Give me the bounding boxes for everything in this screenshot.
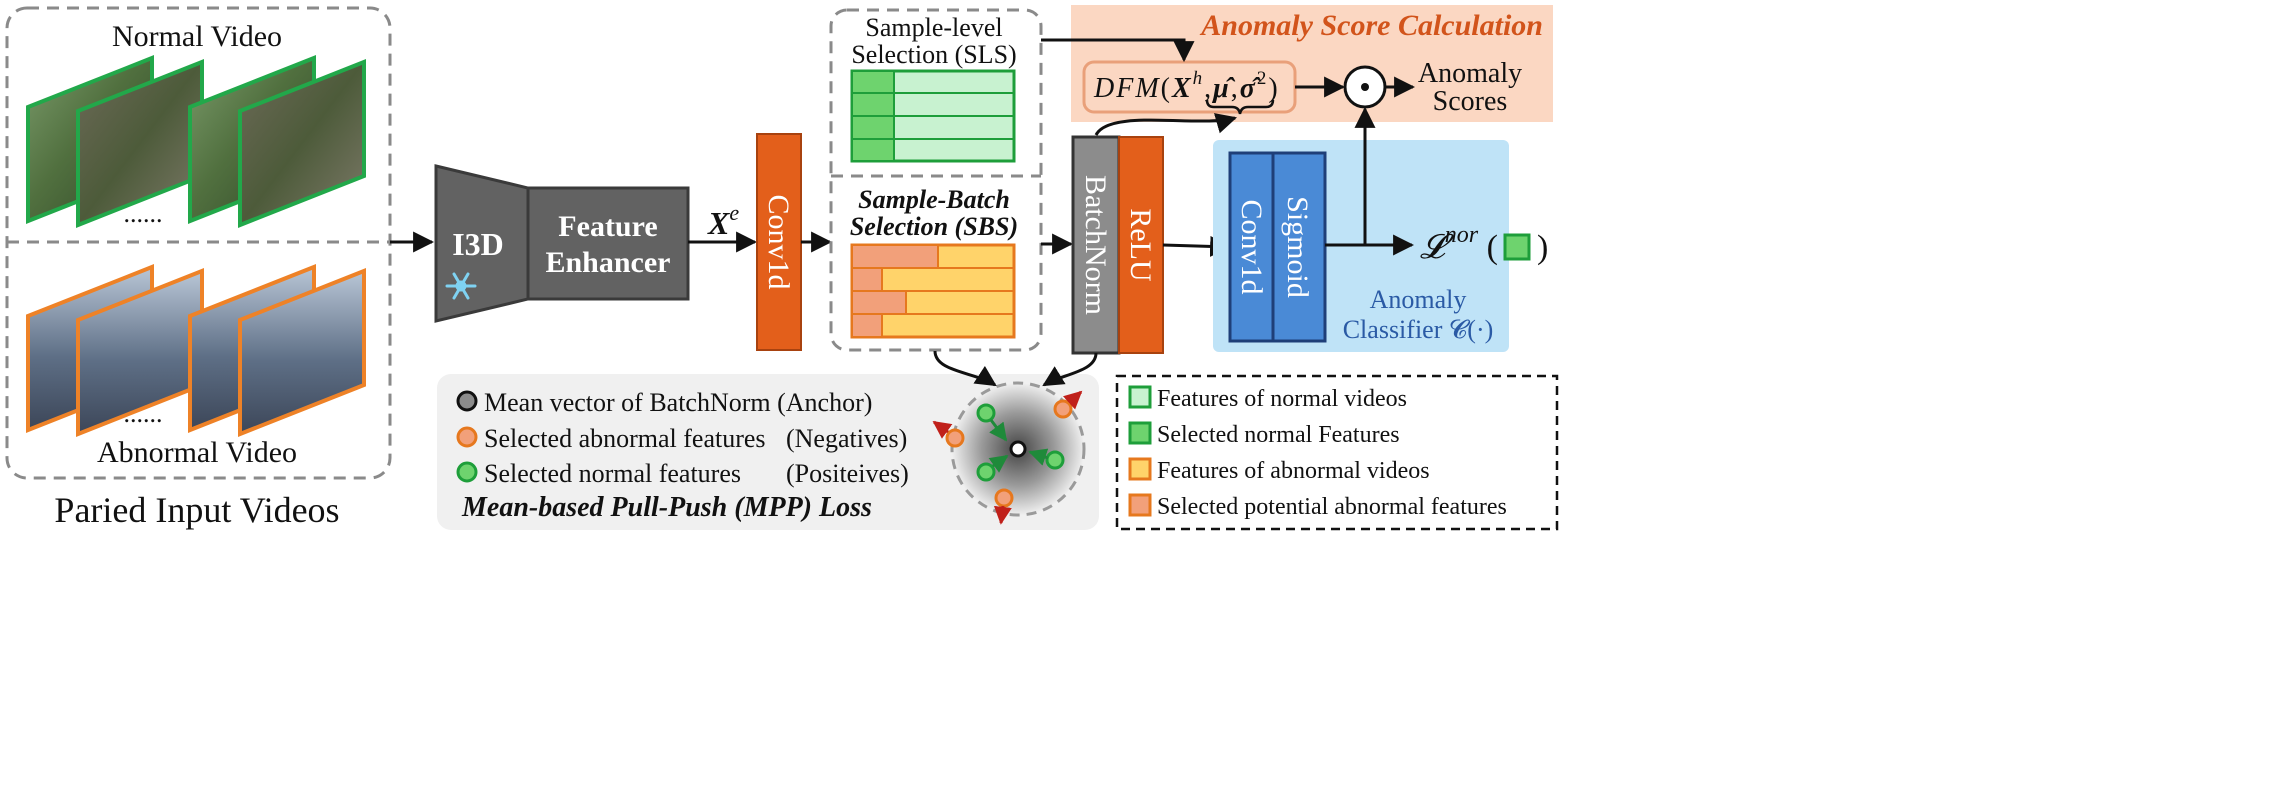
sbs-selected-cell — [851, 290, 907, 315]
mpp-positive-points — [976, 403, 1065, 482]
snowflake-icon — [445, 272, 477, 300]
sbs-selected-cell — [851, 267, 883, 292]
positive-point — [976, 462, 996, 482]
sbs-selected-cell — [851, 313, 883, 338]
positives-tag: (Positeives) — [786, 459, 909, 488]
conv1d-label: Conv1d — [762, 194, 795, 289]
conv1d-block — [756, 133, 802, 351]
sigma-sup: 2 — [1257, 68, 1269, 89]
video-frame — [238, 59, 366, 228]
arrow-batchnorm-to-mpp — [1042, 352, 1098, 387]
legend-label: Selected normal Features — [1157, 422, 1400, 448]
anomaly-score-title: Anomaly Score Calculation — [1199, 9, 1543, 42]
paired-input-caption: Paried Input Videos — [54, 490, 339, 530]
legend-swatch — [1128, 421, 1152, 445]
normal-frames-ellipsis: ...... — [124, 199, 163, 228]
loss-nor-sup: nor — [1445, 222, 1479, 248]
xh-base: X — [1171, 73, 1193, 104]
sbs-selected-cell — [851, 244, 939, 269]
sigma-hat: σ̂ — [1240, 73, 1262, 104]
sigmoid-label: Sigmoid — [1281, 196, 1314, 298]
loss-normal-feature-box — [1503, 233, 1531, 261]
arrow-sbs-to-mpp — [933, 350, 997, 387]
classifier-name-word: Classifier — [1343, 315, 1443, 344]
legend-box — [1115, 374, 1559, 531]
arrow-sls-to-dfm — [1041, 38, 1195, 63]
positive-marker — [456, 461, 478, 483]
legend-label: Features of abnormal videos — [1157, 458, 1430, 484]
abnormal-video-title: Abnormal Video — [97, 436, 297, 469]
legend-swatch — [1128, 457, 1152, 481]
classifier-symbol: 𝓒(·) — [1449, 315, 1493, 344]
legend-label: Features of normal videos — [1157, 386, 1407, 412]
legend-swatch — [1128, 385, 1152, 409]
sbs-title-1: Sample-Batch — [858, 185, 1010, 214]
mpp-loss-title: Mean-based Pull-Push (MPP) Loss — [461, 492, 872, 523]
mpp-panel — [437, 374, 1099, 530]
xh-sup: h — [1193, 68, 1205, 89]
xe-base: X — [707, 205, 730, 241]
negative-point — [994, 488, 1014, 508]
relu-label: ReLU — [1124, 208, 1157, 282]
legend-label: Selected potential abnormal features — [1157, 494, 1507, 520]
sls-selected-cell — [851, 92, 895, 117]
i3d-label: I3D — [452, 226, 504, 262]
feature-enhancer-block — [526, 186, 690, 301]
negative-point — [1053, 399, 1073, 419]
abnormal-video-frames: ...... — [26, 264, 366, 437]
selection-box — [829, 8, 1043, 352]
anomaly-scores-label-1: Anomaly — [1418, 58, 1522, 89]
abnormal-frames-ellipsis: ...... — [124, 399, 163, 428]
video-frame — [238, 268, 366, 437]
loss-nor-symbol: 𝓛nor ( — [1420, 222, 1498, 266]
positives-legend-text: Selected normal features — [484, 459, 741, 488]
odot-center — [1361, 83, 1369, 91]
normal-video-frames: ...... — [26, 55, 366, 228]
sls-selected-cell — [851, 70, 895, 94]
anchor-legend-text: Mean vector of BatchNorm (Anchor) — [484, 388, 872, 417]
sls-title-1: Sample-level — [865, 13, 1002, 42]
sls-feature-table — [850, 69, 1016, 163]
anchor-point — [1009, 440, 1027, 458]
negative-point — [945, 428, 965, 448]
classifier-conv1d-label: Conv1d — [1235, 199, 1268, 294]
relu-block — [1118, 136, 1164, 354]
xe-sup: e — [729, 200, 739, 225]
sbs-title-2: Selection (SBS) — [850, 212, 1018, 241]
anomaly-scores-label-2: Scores — [1433, 86, 1508, 117]
mpp-negative-points — [932, 390, 1083, 525]
dfm-formula: DFM(Xh,μ̂,σ̂2) — [1093, 68, 1280, 104]
loss-close-paren: ) — [1537, 229, 1548, 266]
sls-title-2: Selection (SLS) — [851, 40, 1016, 69]
classifier-name-2: Classifier 𝓒(·) — [1343, 315, 1494, 344]
sls-selected-cell — [851, 115, 895, 140]
mu-sigma-brace — [1205, 99, 1275, 115]
sbs-feature-table — [850, 243, 1016, 339]
sigmoid-block — [1271, 151, 1327, 343]
feature-enhancer-label-2: Enhancer — [545, 246, 670, 279]
classifier-conv1d-block — [1228, 151, 1275, 343]
arrow-batchnorm-to-brace — [1094, 113, 1238, 136]
anchor-marker — [456, 390, 478, 412]
negative-marker — [456, 426, 478, 448]
legend-swatch — [1128, 493, 1152, 517]
sls-selected-cell — [851, 138, 895, 162]
feature-enhancer-label-1: Feature — [558, 210, 657, 243]
positive-point — [976, 403, 996, 423]
mu-hat: μ̂ — [1211, 73, 1236, 104]
positive-point — [1045, 450, 1065, 470]
normal-video-title: Normal Video — [112, 20, 282, 53]
classifier-name-1: Anomaly — [1370, 285, 1467, 314]
negatives-tag: (Negatives) — [786, 424, 907, 453]
batchnorm-label: BatchNorm — [1079, 175, 1112, 315]
batchnorm-block — [1071, 135, 1121, 355]
dfm-prefix: DFM — [1093, 73, 1161, 104]
negatives-legend-text: Selected abnormal features — [484, 424, 766, 453]
xe-symbol: Xe — [707, 200, 739, 241]
